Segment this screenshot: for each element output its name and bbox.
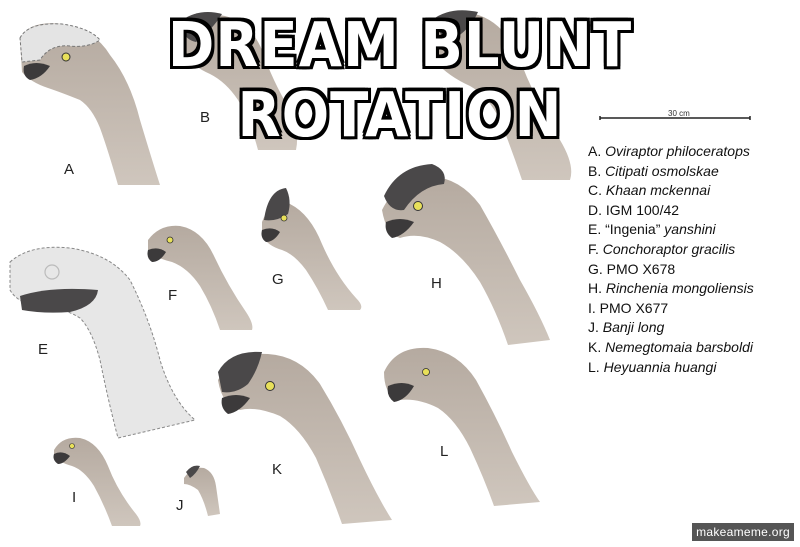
label-g: G [272, 271, 284, 288]
head-f [147, 225, 253, 330]
label-j: J [176, 497, 184, 514]
legend-item: D. IGM 100/42 [588, 201, 680, 218]
scale-label: 30 cm [668, 109, 690, 118]
legend-item: E. “Ingenia” yanshini [588, 221, 716, 238]
scale-bar [599, 116, 751, 120]
label-b: B [200, 109, 211, 126]
legend-item: B. Citipati osmolskae [588, 162, 719, 179]
head-i [53, 437, 141, 526]
legend-item: G. PMO X678 [588, 260, 676, 277]
legend-item: J. Banji long [588, 319, 665, 336]
head-d [428, 10, 572, 181]
label-k: K [272, 461, 283, 478]
label-a: A [64, 161, 75, 178]
label-i: I [72, 489, 77, 506]
head-b [182, 12, 298, 150]
legend-item: F. Conchoraptor gracilis [588, 240, 736, 257]
meme-top-line: DREAM BLUNT [167, 9, 633, 82]
label-h: H [431, 275, 442, 292]
watermark[interactable]: makeameme.org [692, 523, 794, 541]
label-l: L [440, 443, 449, 460]
head-h [382, 164, 550, 345]
species-legend: A. Oviraptor philoceratops B. Citipati o… [588, 142, 754, 377]
head-k [218, 351, 392, 524]
head-j [184, 465, 220, 516]
head-a [19, 23, 160, 185]
legend-item: I. PMO X677 [588, 299, 669, 316]
head-l [384, 347, 540, 506]
head-g [261, 188, 362, 310]
label-e: E [38, 341, 49, 358]
head-e [9, 246, 197, 439]
legend-item: K. Nemegtomaia barsboldi [588, 338, 753, 355]
label-f: F [168, 287, 178, 304]
legend-item: A. Oviraptor philoceratops [588, 143, 750, 159]
legend-item: L. Heyuannia huangi [588, 358, 717, 375]
legend-item: C. Khaan mckennai [588, 182, 711, 199]
legend-item: H. Rinchenia mongoliensis [588, 280, 754, 297]
meme-bottom-line: ROTATION [237, 79, 563, 152]
